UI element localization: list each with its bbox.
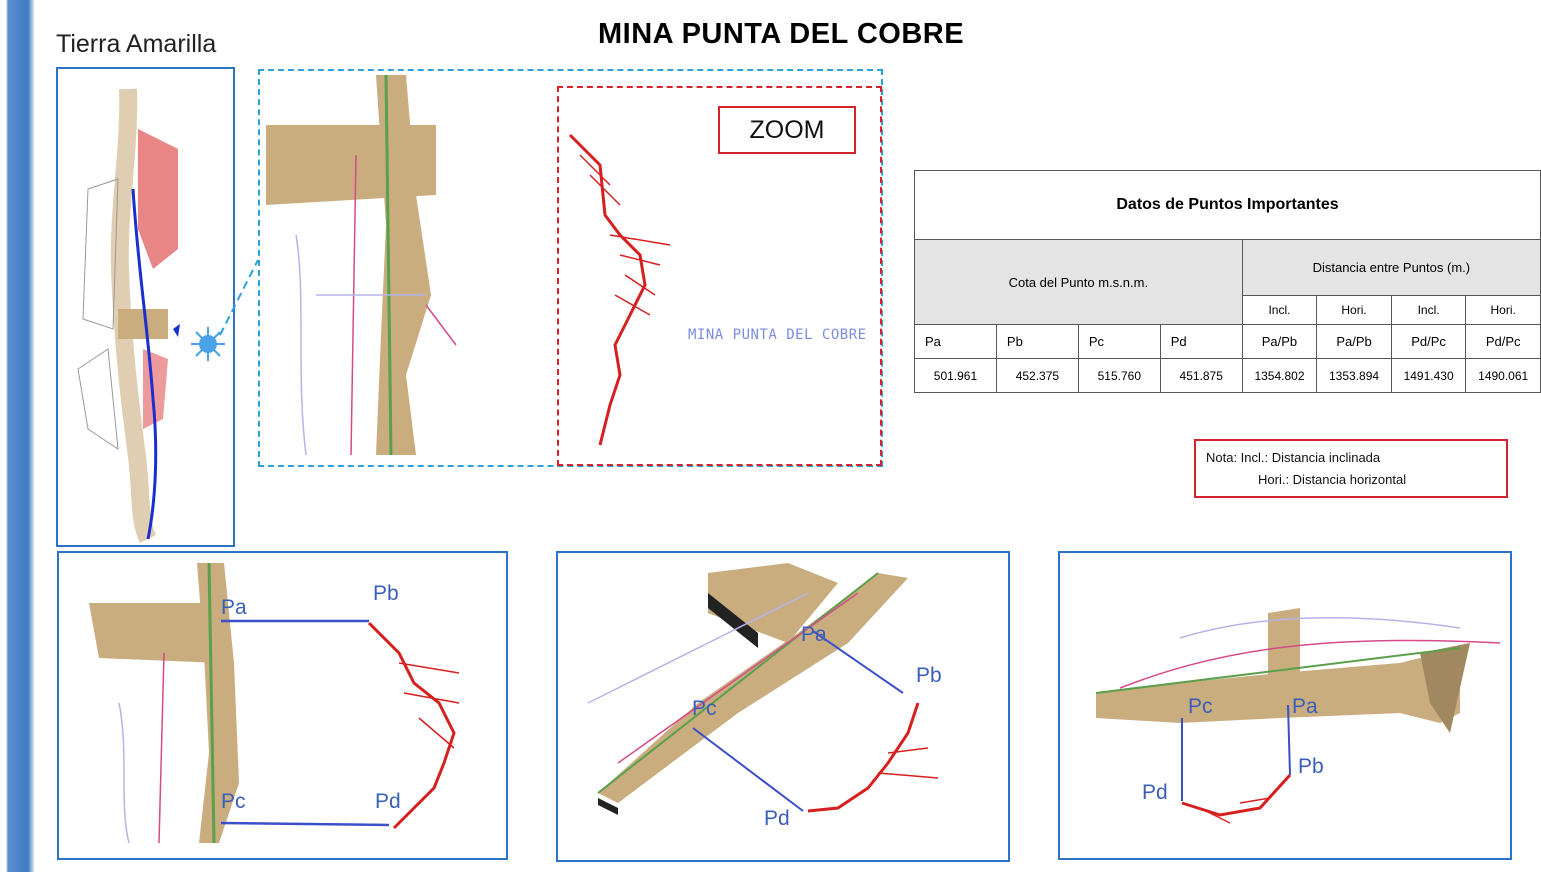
point-label-pd: Pd <box>764 807 790 830</box>
sub-header: Hori. <box>1465 294 1541 326</box>
zoom-area-frame <box>258 69 883 467</box>
overview-map-panel <box>56 67 235 547</box>
col-header: Pa/Pb <box>1316 324 1392 359</box>
value-cell: 1353.894 <box>1316 358 1392 393</box>
point-label-pa: Pa <box>1292 695 1318 718</box>
col-header: Pd <box>1159 324 1243 359</box>
value-cell: 1354.802 <box>1241 358 1318 393</box>
oblique-3d-drawing <box>587 563 939 815</box>
note-line-2: Hori.: Distancia horizontal <box>1258 472 1407 487</box>
value-cell: 501.961 <box>914 358 997 393</box>
note-box: Nota: Incl.: Distancia inclinada Hori.: … <box>1194 439 1508 498</box>
value-cell: 1491.430 <box>1390 358 1467 393</box>
mine-tunnels-plan <box>568 133 671 446</box>
page-title: MINA PUNTA DEL COBRE <box>598 18 965 50</box>
plan-view-panel: Pa Pb Pc Pd <box>57 551 508 860</box>
col-header: Pa/Pb <box>1241 324 1318 359</box>
col-header: Pb <box>995 324 1079 359</box>
zoom-connector-line <box>219 259 259 336</box>
cota-group-header: Cota del Punto m.s.n.m. <box>914 239 1243 325</box>
note-line-1: Nota: Incl.: Distancia inclinada <box>1206 450 1381 465</box>
point-label-pc: Pc <box>692 697 717 720</box>
col-header: Pc <box>1077 324 1161 359</box>
sub-header: Incl. <box>1241 294 1318 326</box>
value-cell: 451.875 <box>1159 358 1243 393</box>
zoom-label: ZOOM <box>718 106 856 154</box>
plan-view-drawing <box>89 562 460 844</box>
mine-name-label: MINA PUNTA DEL COBRE <box>688 327 867 343</box>
side-3d-panel: Pa Pb Pc Pd <box>1058 551 1512 860</box>
distance-group-header: Distancia entre Puntos (m.) <box>1241 239 1541 296</box>
table-title: Datos de Puntos Importantes <box>914 170 1541 240</box>
value-cell: 452.375 <box>995 358 1079 393</box>
zoom-terrain-map <box>266 74 457 456</box>
point-label-pb: Pb <box>1298 755 1324 778</box>
point-label-pd: Pd <box>1142 781 1168 804</box>
value-cell: 1490.061 <box>1465 358 1541 393</box>
zoom-detail-frame <box>557 86 882 466</box>
left-accent-bar <box>0 0 34 872</box>
side-3d-drawing <box>1095 608 1501 824</box>
point-label-pd: Pd <box>375 790 401 813</box>
point-label-pa: Pa <box>221 596 247 619</box>
col-header: Pa <box>914 324 997 359</box>
point-label-pb: Pb <box>916 664 942 687</box>
location-label: Tierra Amarilla <box>56 30 217 58</box>
col-header: Pd/Pc <box>1465 324 1541 359</box>
point-label-pb: Pb <box>373 582 399 605</box>
point-label-pc: Pc <box>1188 695 1213 718</box>
sub-header: Hori. <box>1316 294 1392 326</box>
col-header: Pd/Pc <box>1390 324 1467 359</box>
overview-map <box>77 88 225 544</box>
oblique-3d-panel: Pa Pb Pc Pd <box>556 551 1010 862</box>
important-points-table: Datos de Puntos Importantes Cota del Pun… <box>914 170 1541 393</box>
value-cell: 515.760 <box>1077 358 1161 393</box>
point-label-pc: Pc <box>221 790 246 813</box>
point-label-pa: Pa <box>801 623 827 646</box>
sub-header: Incl. <box>1390 294 1467 326</box>
